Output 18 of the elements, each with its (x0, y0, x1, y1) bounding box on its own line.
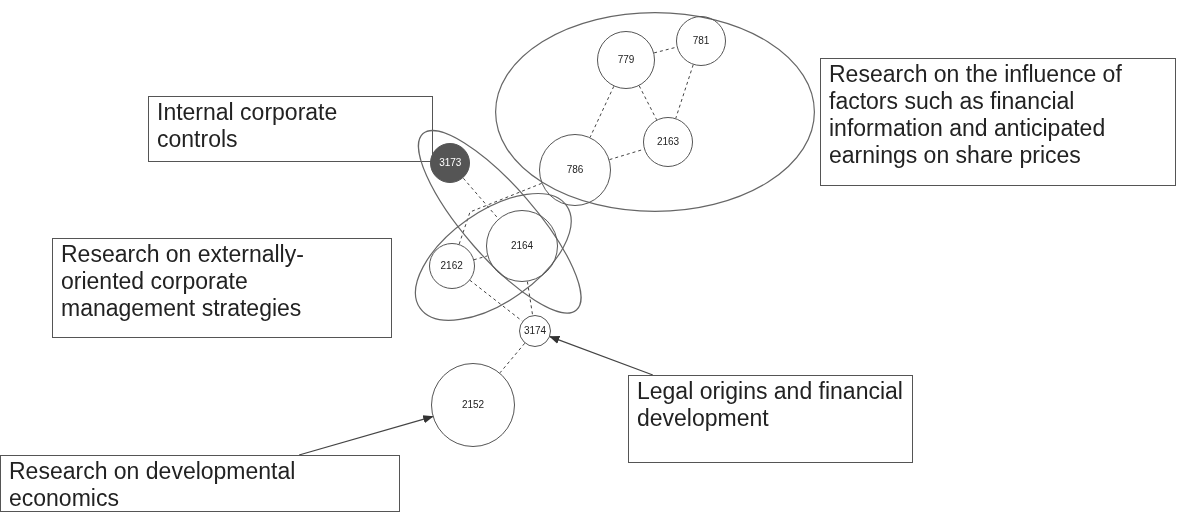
leader-arrow (298, 415, 434, 456)
label-box: Legal origins and financial development (628, 375, 913, 463)
cluster-ellipse (418, 130, 582, 314)
label-box: Research on externally-oriented corporate management strategies (52, 238, 392, 338)
label-box: Research on developmental economics (0, 455, 400, 512)
dashed-link (473, 255, 488, 261)
dashed-link (675, 64, 694, 119)
label-box: Internal corporate controls (148, 96, 433, 162)
dashed-link (458, 182, 543, 245)
dashed-link (462, 177, 499, 220)
leader-arrow (549, 335, 654, 376)
dashed-link (526, 281, 534, 316)
dashed-link (589, 85, 615, 138)
cluster-ellipse (495, 12, 815, 212)
dashed-link (638, 85, 658, 121)
dashed-link (499, 342, 526, 374)
dashed-link (469, 279, 523, 322)
label-box: Research on the influence of factors such as financial information and anticipated earnings on share prices (820, 58, 1176, 186)
